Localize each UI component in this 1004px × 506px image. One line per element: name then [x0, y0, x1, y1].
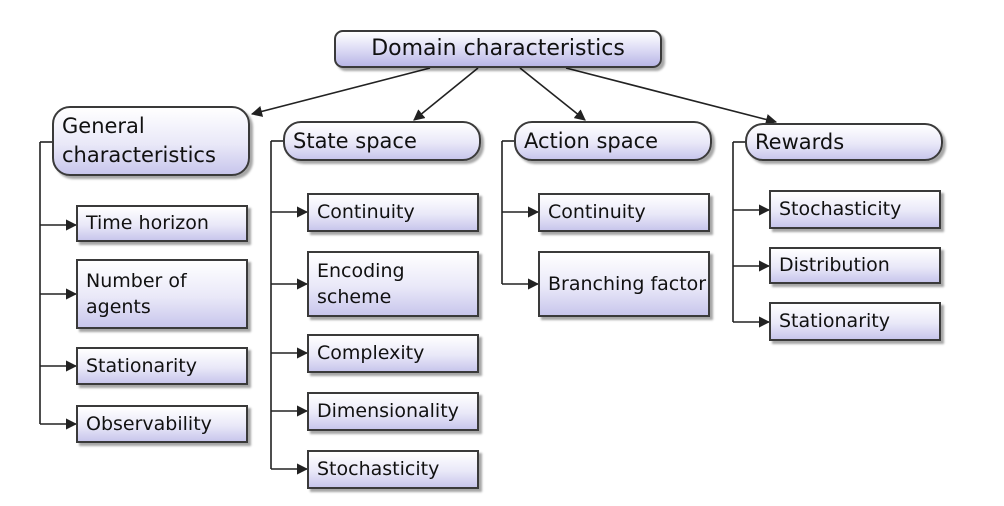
item-complexity: Complexity	[307, 334, 479, 373]
category-action-space: Action space	[514, 121, 712, 161]
item-number-of-agents: Number of agents	[76, 259, 248, 329]
item-label: Complexity	[317, 342, 425, 365]
item-label: Continuity	[317, 201, 415, 224]
item-label: Stochasticity	[317, 458, 440, 481]
item-label: Stochasticity	[779, 198, 902, 221]
root-node: Domain characteristics	[334, 30, 662, 68]
item-observability: Observability	[76, 405, 248, 443]
item-dimensionality: Dimensionality	[307, 392, 479, 431]
root-to-general-arrow	[250, 67, 431, 117]
category-label: State space	[293, 128, 417, 153]
item-continuity: Continuity	[307, 193, 479, 232]
item-stationarity: Stationarity	[76, 347, 248, 385]
item-label: Encoding scheme	[317, 259, 405, 308]
category-label: General characteristics	[62, 114, 216, 167]
item-distribution: Distribution	[769, 247, 941, 284]
item-label: Stationarity	[779, 310, 890, 333]
category-label: Rewards	[755, 129, 845, 154]
item-label: Observability	[86, 412, 212, 435]
item-stochasticity: Stochasticity	[769, 190, 941, 229]
category-rewards: Rewards	[745, 123, 943, 161]
category-label: Action space	[524, 128, 659, 153]
category-general-characteristics: General characteristics	[52, 106, 250, 176]
item-encoding-scheme: Encoding scheme	[307, 251, 479, 317]
item-stationarity: Stationarity	[769, 302, 941, 341]
item-label: Number of agents	[86, 269, 187, 318]
root-to-action-arrow	[519, 67, 586, 121]
item-label: Continuity	[548, 201, 646, 224]
item-label: Distribution	[779, 254, 890, 277]
item-stochasticity: Stochasticity	[307, 450, 479, 489]
item-label: Branching factor	[548, 272, 707, 295]
item-label: Dimensionality	[317, 400, 459, 423]
item-branching-factor: Branching factor	[538, 251, 710, 317]
item-label: Stationarity	[86, 354, 197, 377]
item-continuity: Continuity	[538, 193, 710, 232]
item-label: Time horizon	[86, 212, 209, 235]
root-label: Domain characteristics	[371, 35, 625, 61]
item-time-horizon: Time horizon	[76, 205, 248, 242]
root-to-rewards-arrow	[565, 67, 778, 125]
category-state-space: State space	[283, 121, 481, 161]
root-to-state-arrow	[413, 67, 479, 121]
